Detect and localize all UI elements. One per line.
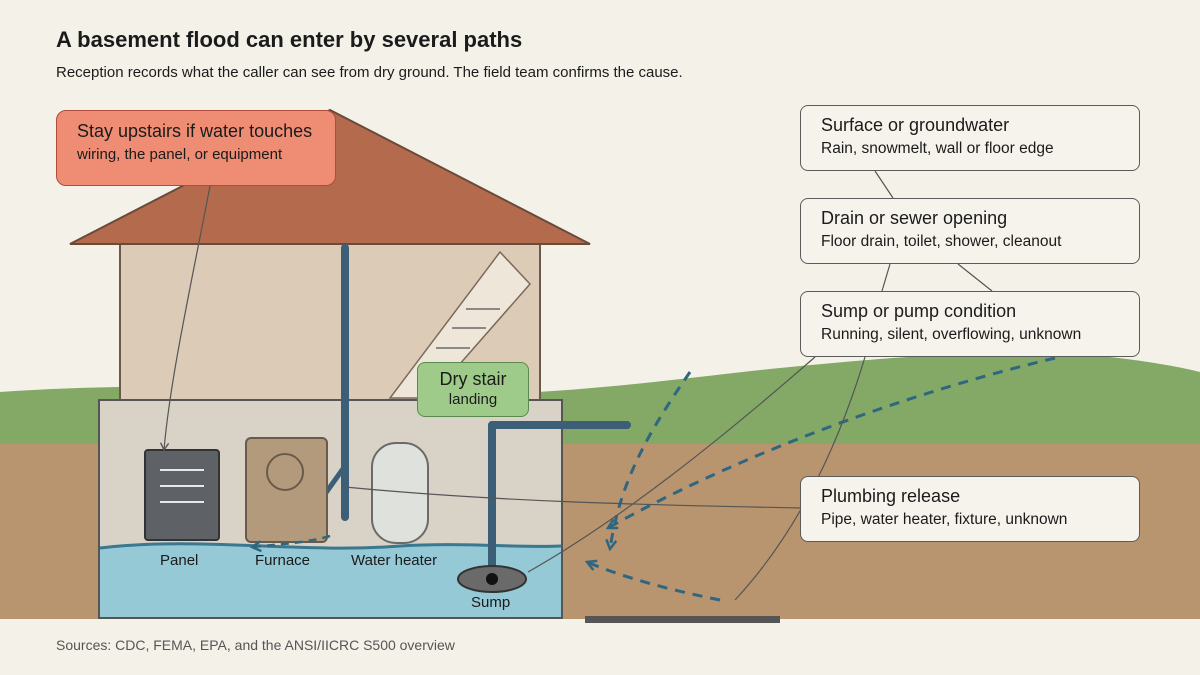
basement-outline: [98, 399, 563, 619]
water-flow-arrow: [252, 534, 331, 547]
sump-pit-icon: [457, 565, 527, 593]
furnace-icon: [245, 437, 328, 543]
furnace-label: Furnace: [255, 552, 311, 569]
path-callout-surface: Surface or groundwater Rain, snowmelt, w…: [800, 105, 1140, 171]
safe-spot-detail: landing: [448, 391, 498, 408]
floor-slab: [585, 616, 780, 623]
path-callout-drain: Drain or sewer opening Floor drain, toil…: [800, 198, 1140, 264]
pipe-branch: [322, 463, 348, 497]
path-detail: Running, silent, overflowing, unknown: [821, 326, 1082, 343]
path-heading: Plumbing release: [821, 486, 961, 506]
diagram-title: A basement flood can enter by several pa…: [56, 27, 523, 52]
source-note: Sources: CDC, FEMA, EPA, and the ANSI/II…: [56, 637, 455, 653]
leader-warning-to-panel: [159, 185, 211, 452]
path-detail: Floor drain, toilet, shower, cleanout: [821, 233, 1062, 250]
water-heater-label: Water heater: [351, 552, 438, 569]
warning-heading: Stay upstairs if water touches: [77, 121, 313, 141]
safe-spot-heading: Dry stair: [439, 369, 507, 389]
diagram-subtitle: Reception records what the caller can se…: [56, 64, 683, 81]
path-heading: Surface or groundwater: [821, 115, 1010, 135]
warning-detail: wiring, the panel, or equipment: [77, 146, 283, 163]
stair-treads: [436, 308, 500, 349]
path-heading: Sump or pump condition: [821, 301, 1017, 321]
safe-spot-callout: Dry stair landing: [417, 362, 529, 417]
sump-discharge-pipe: [488, 421, 631, 574]
water-surface: [99, 542, 562, 550]
path-callout-plumbing: Plumbing release Pipe, water heater, fix…: [800, 476, 1140, 542]
flood-water: [100, 543, 561, 617]
entry-arrow-sump: [608, 356, 1056, 530]
water-heater-icon: [371, 442, 429, 544]
panel-label: Panel: [160, 552, 199, 569]
panel-icon: [144, 449, 220, 541]
path-detail: Pipe, water heater, fixture, unknown: [821, 511, 1068, 528]
path-detail: Rain, snowmelt, wall or floor edge: [821, 140, 1054, 157]
path-heading: Drain or sewer opening: [821, 208, 1008, 228]
sump-label: Sump: [471, 594, 511, 611]
entry-arrow-drain: [587, 562, 721, 602]
warning-callout: Stay upstairs if water touches wiring, t…: [56, 110, 336, 186]
path-callout-sump: Sump or pump condition Running, silent, …: [800, 291, 1140, 357]
